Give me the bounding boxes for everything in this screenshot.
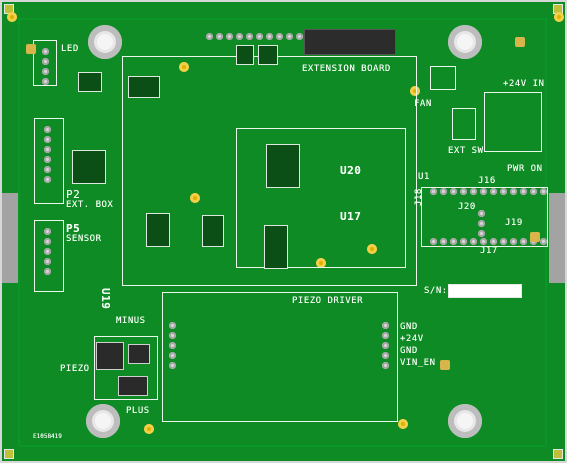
inductor-l3: [128, 344, 150, 364]
pad: [515, 37, 525, 47]
led-connector-outline: [33, 40, 57, 86]
extension-board-label: EXTENSION BOARD: [302, 64, 391, 74]
pad: [530, 232, 540, 242]
plus24v-label: +24V: [400, 334, 424, 344]
via: [367, 244, 377, 254]
chip-u4: [258, 45, 278, 65]
chip-left-top: [78, 72, 102, 92]
p5-outline: [34, 220, 64, 292]
sn-entry-box[interactable]: [448, 284, 522, 298]
vin-en-label: VIN_EN: [400, 358, 436, 368]
left-rail: [0, 193, 18, 283]
via: [190, 193, 200, 203]
via: [144, 424, 154, 434]
ext-sw-connector-outline: [452, 108, 476, 140]
fan-label: FAN: [414, 99, 432, 109]
date-code-label: E1058419: [33, 433, 62, 440]
p2-outline: [34, 118, 64, 204]
inductor-l2: [96, 342, 124, 370]
component-zone-center: [236, 128, 406, 268]
piezo-label: PIEZO: [60, 364, 90, 374]
black-slot: [304, 29, 396, 55]
via: [316, 258, 326, 268]
right-rail: [549, 193, 567, 283]
chip-center-4: [202, 215, 224, 247]
via: [7, 12, 17, 22]
piezo-driver-right-pins: [382, 322, 389, 369]
plus-label: PLUS: [126, 406, 150, 416]
u17-label: U17: [340, 210, 362, 223]
minus-label: MINUS: [116, 316, 146, 326]
power-in-label: +24V IN: [503, 79, 545, 89]
p2-label: P2: [66, 188, 81, 201]
u1-outline: [421, 187, 548, 247]
piezo-driver-left-pins: [169, 322, 176, 369]
mounting-hole-bottom-right: [448, 404, 482, 438]
rectifier: [118, 376, 148, 396]
pwr-on-label: PWR ON: [507, 164, 543, 174]
piezo-driver-label: PIEZO DRIVER: [292, 296, 364, 306]
led-label: LED: [61, 44, 79, 54]
p5-pins: [44, 228, 51, 275]
ext-sw-label: EXT SW: [448, 146, 484, 156]
fan-connector-outline: [430, 66, 456, 90]
pad: [440, 360, 450, 370]
via: [554, 12, 564, 22]
chip-center: [266, 144, 300, 188]
sensor-label: SENSOR: [66, 234, 102, 244]
via: [398, 419, 408, 429]
trace: [20, 445, 545, 447]
ext-box-label: EXT. BOX: [66, 200, 114, 210]
u1-label: U1: [418, 172, 430, 182]
mounting-hole-top-right: [448, 25, 482, 59]
j16-label: J16: [478, 176, 496, 186]
j17-label: J17: [480, 246, 498, 256]
piezo-component-outline: [94, 336, 158, 400]
chip-center-3: [146, 213, 170, 247]
p2-pins: [44, 126, 51, 183]
j20-label: J20: [458, 202, 476, 212]
sn-label: S/N:: [424, 286, 448, 296]
via: [179, 62, 189, 72]
corner-mark-br: [553, 449, 563, 459]
mounting-hole-top-left: [88, 25, 122, 59]
corner-mark-bl: [4, 449, 14, 459]
j20-pins: [478, 210, 485, 237]
trace: [545, 18, 547, 446]
j19-label: J19: [505, 218, 523, 228]
chip-u7: [128, 76, 160, 98]
gnd2-label: GND: [400, 346, 418, 356]
mounting-hole-bottom-left: [86, 404, 120, 438]
u20-label: U20: [340, 164, 362, 177]
led-connector-pins: [42, 48, 49, 85]
piezo-driver-outline: [162, 292, 398, 422]
p5-label: P5: [66, 222, 81, 235]
pad: [26, 44, 36, 54]
trace: [18, 18, 20, 446]
chip-u3: [236, 45, 254, 65]
via: [410, 86, 420, 96]
gnd1-label: GND: [400, 322, 418, 332]
power-in-connector-outline: [484, 92, 542, 152]
chip-left-mid: [72, 150, 106, 184]
u19-label: U19: [99, 288, 112, 310]
trace: [20, 18, 545, 20]
chip-center-2: [264, 225, 288, 269]
j16-pins: [430, 188, 547, 195]
